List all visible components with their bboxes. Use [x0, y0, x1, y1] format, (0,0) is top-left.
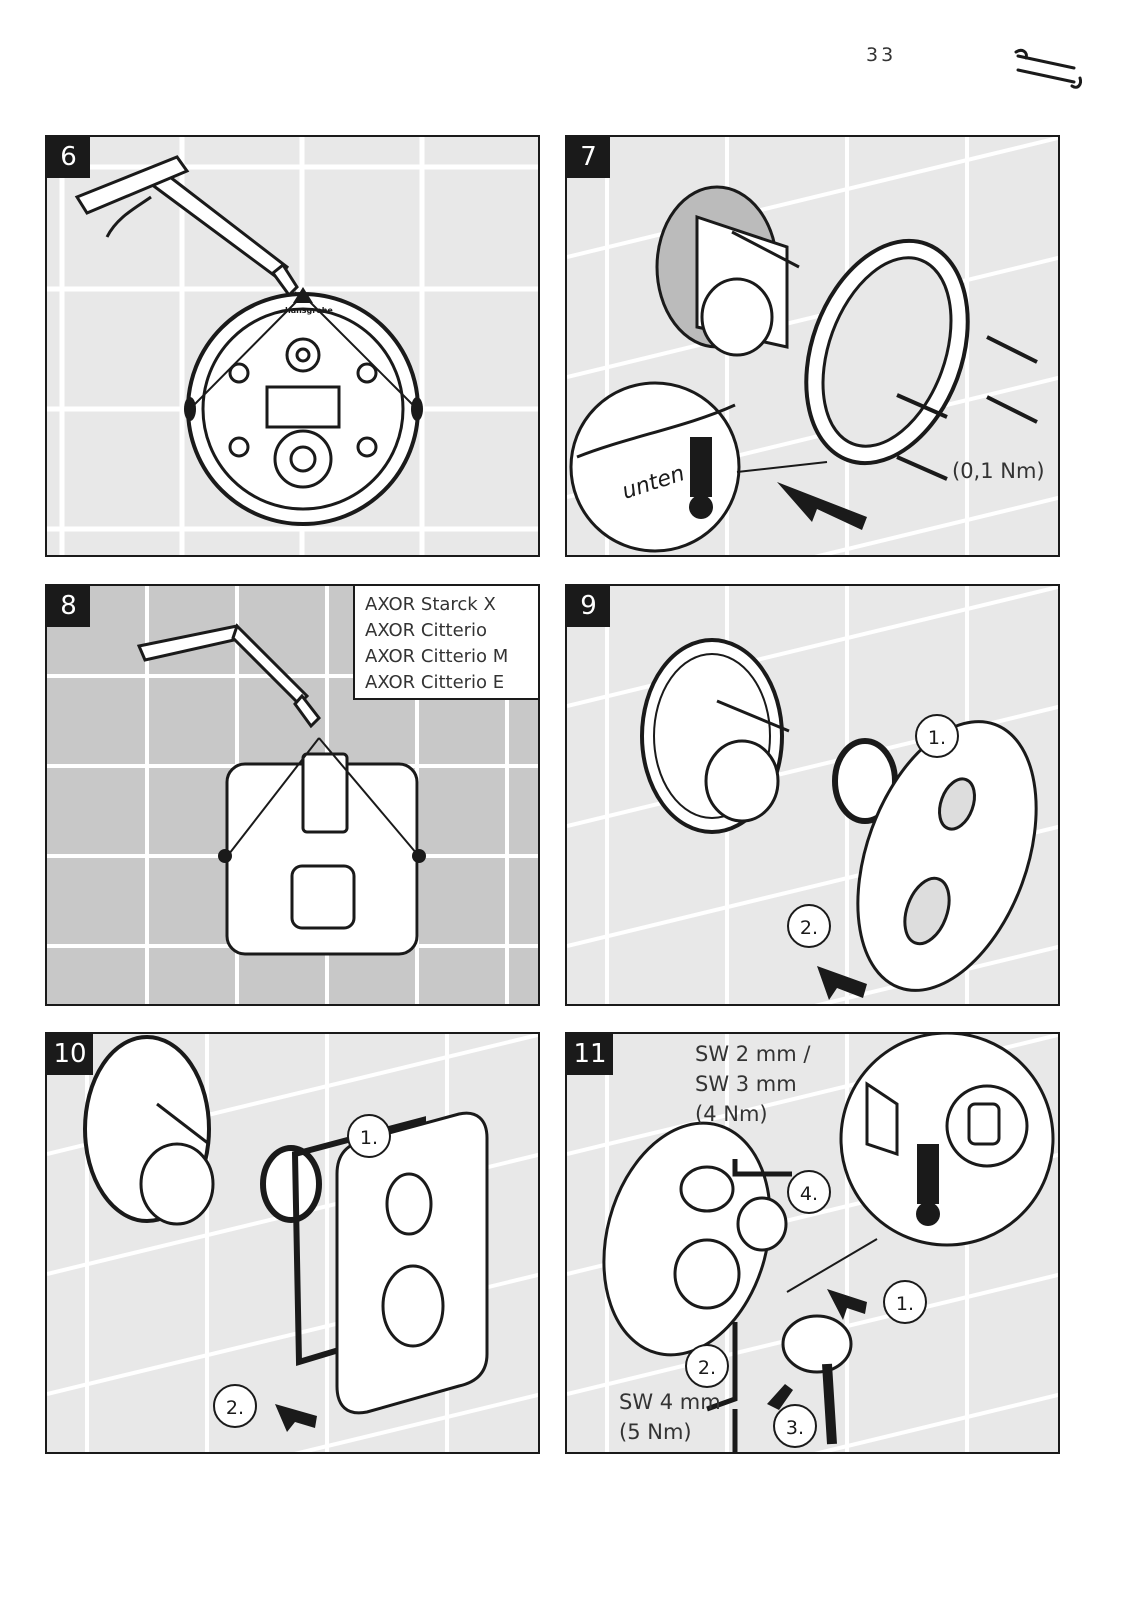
- model-list: AXOR Starck X AXOR Citterio AXOR Citteri…: [353, 586, 538, 700]
- callout-4: 4.: [787, 1170, 831, 1214]
- page-number: 33: [866, 44, 897, 66]
- callout-1: 1.: [883, 1280, 927, 1324]
- step-7-panel: unten 7 (0,1 Nm): [565, 135, 1060, 557]
- step-11-illustration: [567, 1034, 1058, 1452]
- step-10-illustration: [47, 1034, 538, 1452]
- spec-top-line-3: (4 Nm): [695, 1102, 768, 1126]
- step-number: 10: [47, 1034, 93, 1075]
- step-number: 11: [567, 1034, 613, 1075]
- tools-icon: [1014, 48, 1082, 89]
- callout-1: 1.: [915, 714, 959, 758]
- spec-bottom-line-1: SW 4 mm: [619, 1390, 721, 1414]
- step-10-panel: 10 1. 2.: [45, 1032, 540, 1454]
- step-9-illustration: [567, 586, 1058, 1004]
- step-11-panel: 11 SW 2 mm / SW 3 mm (4 Nm) SW 4 mm (5 N…: [565, 1032, 1060, 1454]
- step-number: 7: [567, 137, 610, 178]
- callout-2: 2.: [213, 1384, 257, 1428]
- callout-3: 3.: [773, 1404, 817, 1448]
- step-6-illustration: hansgrohe: [47, 137, 538, 555]
- step-number: 8: [47, 586, 90, 627]
- step-9-panel: 9 1. 2.: [565, 584, 1060, 1006]
- step-number: 6: [47, 137, 90, 178]
- model-item: AXOR Citterio E: [365, 672, 505, 693]
- step-number: 9: [567, 586, 610, 627]
- model-item: AXOR Citterio: [365, 620, 488, 641]
- model-item: AXOR Citterio M: [365, 646, 509, 667]
- step-8-panel: 8 AXOR Starck X AXOR Citterio AXOR Citte…: [45, 584, 540, 1006]
- svg-text:hansgrohe: hansgrohe: [285, 306, 333, 315]
- spec-top-line-2: SW 3 mm: [695, 1072, 797, 1096]
- spec-top-line-1: SW 2 mm /: [695, 1042, 811, 1066]
- callout-2: 2.: [787, 904, 831, 948]
- torque-label: (0,1 Nm): [952, 459, 1045, 483]
- step-7-illustration: unten: [567, 137, 1058, 555]
- model-item: AXOR Starck X: [365, 594, 496, 615]
- spec-bottom-line-2: (5 Nm): [619, 1420, 692, 1444]
- step-6-panel: hansgrohe 6: [45, 135, 540, 557]
- callout-1: 1.: [347, 1114, 391, 1158]
- step-8-illustration: [47, 586, 538, 1004]
- callout-2: 2.: [685, 1344, 729, 1388]
